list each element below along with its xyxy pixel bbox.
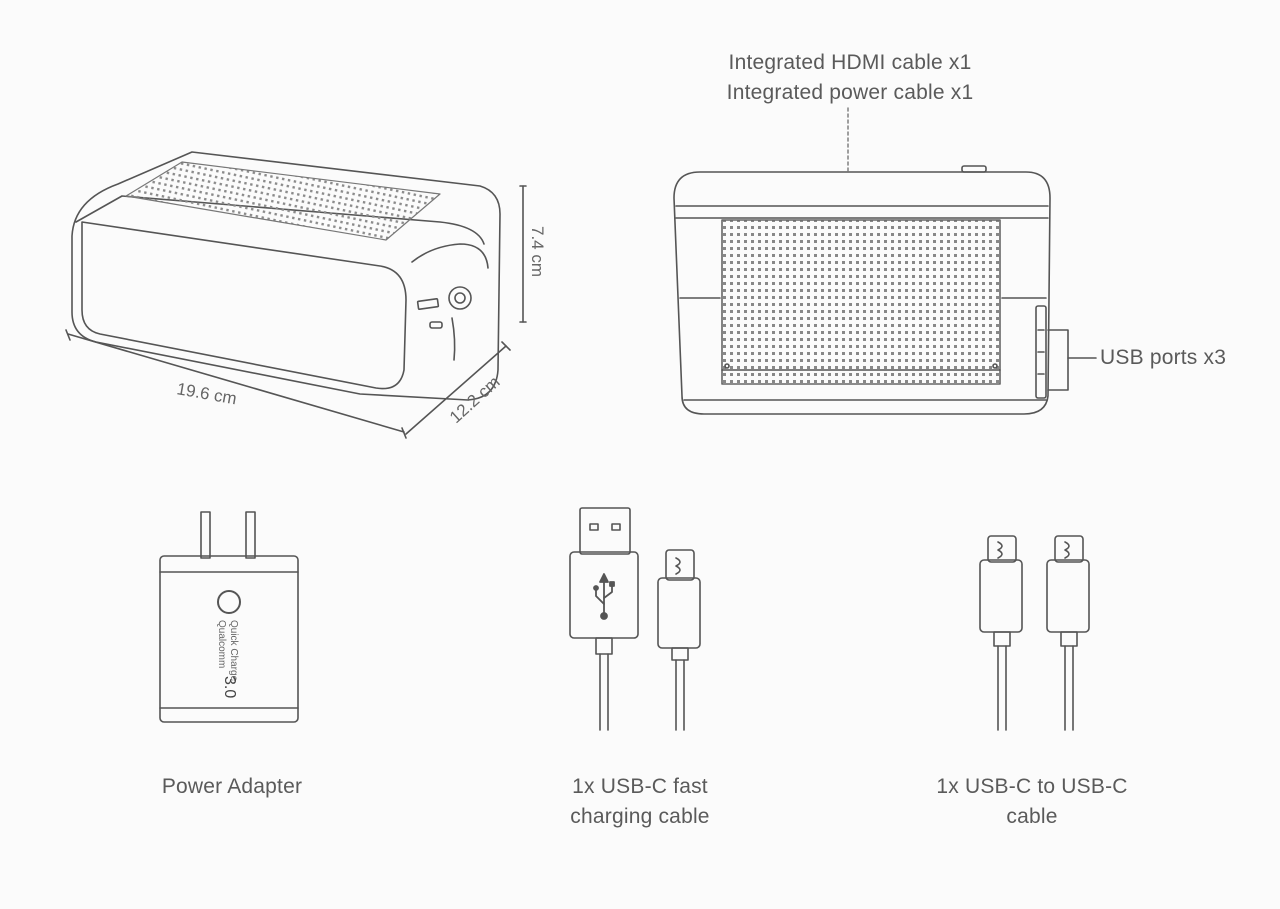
side-port-hdmi [416,297,440,311]
side-seam [451,317,456,361]
depth-dim-line [405,345,507,435]
qc-logo-icon [217,590,241,614]
usb-a-strain-relief [595,637,613,655]
usb-c-tip-detail-right [1064,541,1070,559]
usb-port-strip [1035,305,1047,399]
power-adapter-illustration: Qualcomm Quick Charge 3.0 [159,511,299,723]
length-dim-tick-left [65,329,71,341]
usb-c-tip-detail-left [997,541,1003,559]
cable-exit-nub [961,165,987,173]
usb-c-plug-tip-left [987,535,1017,563]
usb-c-c-caption-line2: cable [1006,805,1058,828]
hdmi-cable-callout: Integrated HDMI cable x1 [728,51,972,74]
usb-c-strain-relief-left [993,631,1011,647]
usb-ports-callout: USB ports x3 [1100,346,1227,369]
power-adapter-caption: Power Adapter [161,775,303,798]
usb-c-c-caption-line1: 1x USB-C to USB-C [936,775,1128,798]
usb-a-c-caption-line1: 1x USB-C fast [572,775,708,798]
box-outline [71,151,501,401]
usb-c-housing-left [979,559,1023,633]
adapter-body [159,555,299,723]
rear-vent-grille [721,219,1001,385]
usb-c-tip-detail [675,557,681,575]
usb-c-housing [657,577,701,649]
usb-c-strain-relief [671,647,689,661]
usb-c-to-c-cable-illustration [979,535,1090,731]
depth-dim-tick [501,341,511,351]
length-label: 19.6 cm [175,379,238,408]
usb-a-c-caption-line2: charging cable [570,805,710,828]
adapter-logo-line1: Qualcomm [216,620,227,668]
box-top-edge [75,195,485,245]
usb-a-pin-left [589,523,599,531]
usb-c-plug-tip-right [1054,535,1084,563]
grille-screw-left [724,363,730,369]
usb-a-pin-right [611,523,621,531]
adapter-prong-left [200,511,211,559]
usb-c-strain-relief-right [1060,631,1078,647]
side-edge [411,243,489,269]
grille-screw-right [992,363,998,369]
length-dim-line [67,333,405,433]
power-knob [448,286,472,310]
top-vent-grille [125,161,441,241]
power-cable-callout: Integrated power cable x1 [726,81,974,104]
adapter-logo-line3: 3.0 [221,676,238,698]
usb-a-to-c-cable-illustration [569,507,701,731]
side-port-usb [429,321,443,329]
usb-c-housing-right [1046,559,1090,633]
device-rear-view [673,107,1097,415]
front-panel [81,221,407,390]
adapter-prong-right [245,511,256,559]
height-label: 7.4 cm [528,226,547,277]
length-dim-tick-right [401,427,407,439]
usb-a-plug-tip [579,507,631,555]
adapter-logo-line2: Quick Charge [228,620,239,682]
usb-trident-icon [593,573,615,620]
power-knob-center [454,292,466,304]
device-perspective-view: 19.6 cm 12.2 cm 7.4 cm [65,151,547,439]
usb-callout-bracket [1047,329,1069,391]
usb-c-plug-tip [665,549,695,581]
rear-body-outline [673,171,1051,415]
